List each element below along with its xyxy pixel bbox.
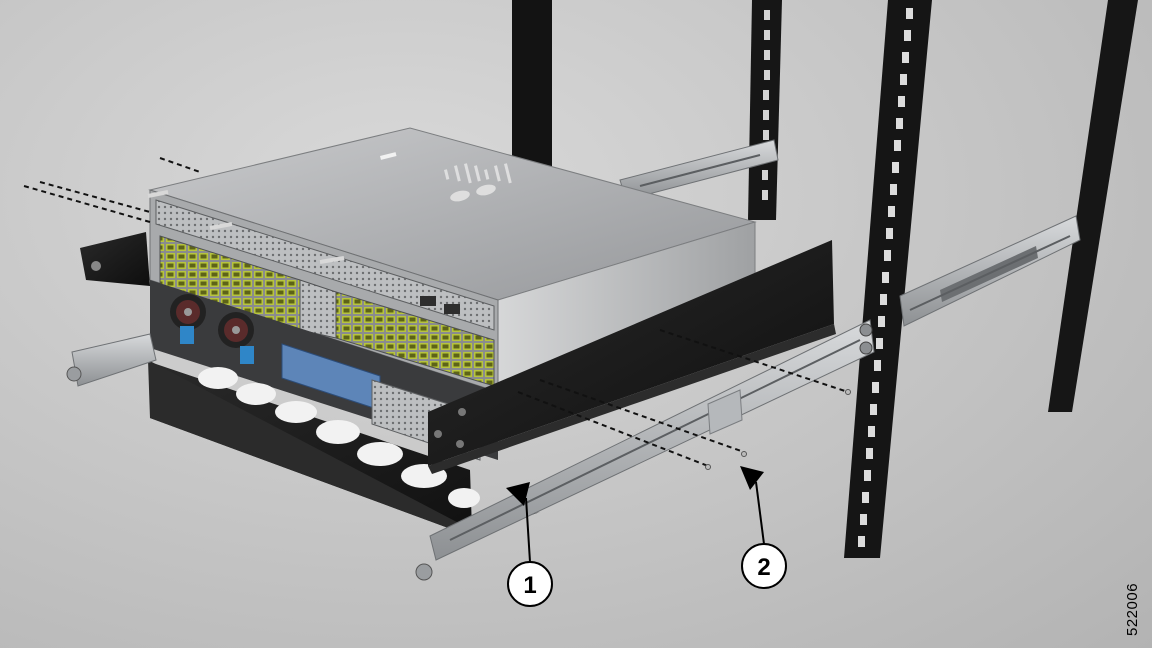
- rack-front-post-left: [748, 0, 782, 220]
- callout-2: 2: [740, 466, 787, 589]
- port-module-center: [299, 279, 337, 339]
- screw-icon: [705, 389, 851, 470]
- callout-1-leader: [525, 497, 531, 563]
- slide-rail-left: [71, 333, 157, 387]
- module-slot-upper: [155, 199, 495, 331]
- rack-rail-upper-right: [899, 215, 1081, 327]
- callout-1-label: 1: [523, 572, 536, 599]
- cisco-logo-icon: [444, 163, 512, 202]
- rj45-port: [444, 304, 460, 314]
- callout-1: 1: [506, 482, 553, 607]
- module-handle: [147, 190, 169, 198]
- module-handle: [209, 222, 233, 230]
- thumbscrew-icon: [415, 563, 433, 581]
- module-handle: [319, 256, 345, 264]
- callout-1-circle: [507, 561, 553, 607]
- lower-bay: [150, 280, 498, 461]
- rack-rear-post-right: [1048, 0, 1138, 412]
- rail-screw-icon: [859, 341, 873, 355]
- fan-icon: [218, 312, 254, 348]
- callout-2-leader: [755, 481, 765, 545]
- slide-rail-right: [415, 319, 875, 581]
- rail-screw-icon: [859, 323, 873, 337]
- callout-2-arrowhead: [740, 466, 764, 490]
- alignment-lines: [23, 157, 849, 467]
- front-bracket-left: [66, 232, 157, 387]
- latch-blue-icon: [240, 346, 254, 364]
- side-mounting-bracket: [428, 240, 836, 474]
- rack-rear-post-left: [512, 0, 552, 170]
- rack-front-post-right: [844, 0, 932, 558]
- callout-1-arrowhead: [506, 482, 530, 506]
- latch-blue-icon: [180, 326, 194, 344]
- callout-2-circle: [741, 543, 787, 589]
- thumbscrew-icon: [66, 366, 82, 382]
- callout-2-label: 2: [757, 554, 770, 581]
- figure-id: 522006: [1124, 582, 1141, 636]
- fan-icon: [170, 294, 206, 330]
- rj45-port: [420, 296, 436, 306]
- status-led: [380, 152, 397, 160]
